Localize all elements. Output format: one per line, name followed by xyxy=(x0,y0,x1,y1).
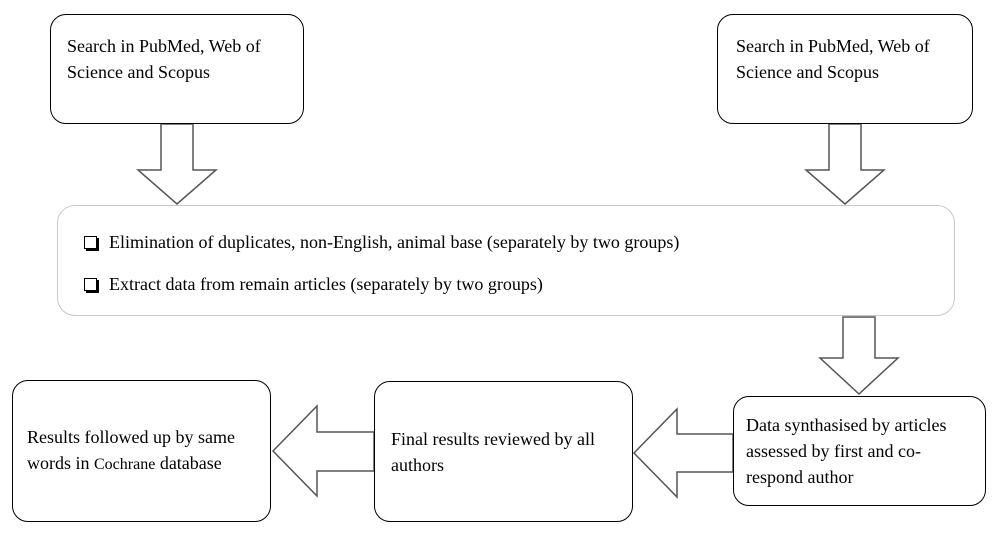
checkbox-icon xyxy=(84,235,97,249)
search-box-right: Search in PubMed, Web of Science and Sco… xyxy=(717,14,973,124)
checkbox-icon xyxy=(84,277,97,291)
synthesis-box: Data synthasised by articles assessed by… xyxy=(733,396,986,506)
final-review-box: Final results reviewed by all authors xyxy=(374,381,633,522)
process-item-text: Elimination of duplicates, non-English, … xyxy=(109,232,680,252)
search-box-left-text: Search in PubMed, Web of Science and Sco… xyxy=(67,36,261,82)
arrow-left-to-results xyxy=(271,404,375,498)
search-box-right-text: Search in PubMed, Web of Science and Sco… xyxy=(736,36,930,82)
synthesis-box-text: Data synthasised by articles assessed by… xyxy=(746,415,947,487)
search-box-left: Search in PubMed, Web of Science and Sco… xyxy=(50,14,304,124)
results-text-cochrane: Cochrane xyxy=(94,456,156,473)
process-item: Elimination of duplicates, non-English, … xyxy=(84,229,928,255)
arrow-down-left xyxy=(135,123,219,205)
arrow-left-to-final xyxy=(632,407,734,499)
results-text-prefix: Results followed up by same words in xyxy=(27,427,235,473)
arrow-down-right xyxy=(803,123,887,205)
process-box: Elimination of duplicates, non-English, … xyxy=(57,205,955,316)
results-box: Results followed up by same words in Coc… xyxy=(12,380,271,522)
process-item: Extract data from remain articles (separ… xyxy=(84,271,928,297)
results-text-suffix: database xyxy=(155,453,222,473)
arrow-down-to-synthesis xyxy=(818,316,900,396)
results-box-text: Results followed up by same words in Coc… xyxy=(27,424,256,478)
final-review-box-text: Final results reviewed by all authors xyxy=(391,428,595,475)
process-item-text: Extract data from remain articles (separ… xyxy=(109,274,543,294)
